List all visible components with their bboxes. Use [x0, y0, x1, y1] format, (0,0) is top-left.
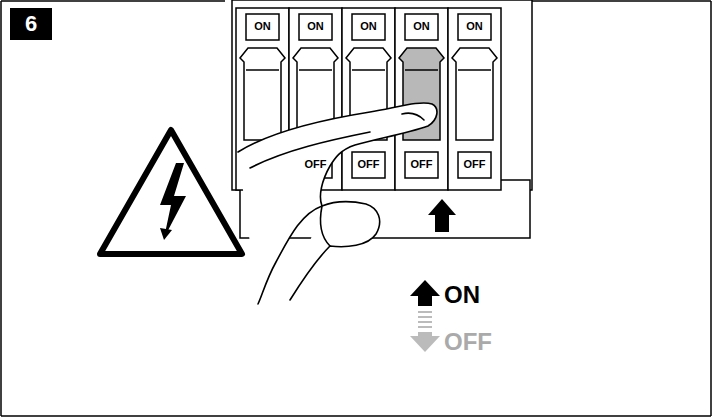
breaker-lever — [240, 48, 285, 140]
breaker-body — [448, 8, 501, 190]
lever-ridge — [458, 69, 491, 71]
on-frame — [299, 14, 332, 40]
lever-ridge — [246, 69, 279, 71]
off-marking: OFF — [305, 159, 327, 170]
off-marking: OFF — [464, 159, 486, 170]
off-marking: OFF — [358, 159, 380, 170]
off-direction-label: OFF — [444, 330, 492, 354]
on-marking: ON — [254, 21, 271, 32]
off-frame — [405, 152, 438, 178]
on-frame — [352, 14, 385, 40]
on-marking: ON — [413, 21, 430, 32]
lever-ridge — [405, 69, 438, 71]
on-marking: ON — [360, 21, 377, 32]
on-marking: ON — [307, 21, 324, 32]
on-frame — [405, 14, 438, 40]
on-direction-label: ON — [444, 283, 480, 307]
breaker-body — [342, 8, 395, 190]
lever-ridge — [299, 69, 332, 71]
off-frame — [352, 152, 385, 178]
lever-ridge — [352, 69, 385, 71]
on-frame — [458, 14, 491, 40]
on-marking: ON — [466, 21, 483, 32]
off-marking: OFF — [411, 159, 433, 170]
breaker-lever — [452, 48, 497, 140]
step-number: 6 — [25, 13, 37, 35]
on-frame — [246, 14, 279, 40]
breaker-body — [395, 8, 448, 190]
off-frame — [458, 152, 491, 178]
